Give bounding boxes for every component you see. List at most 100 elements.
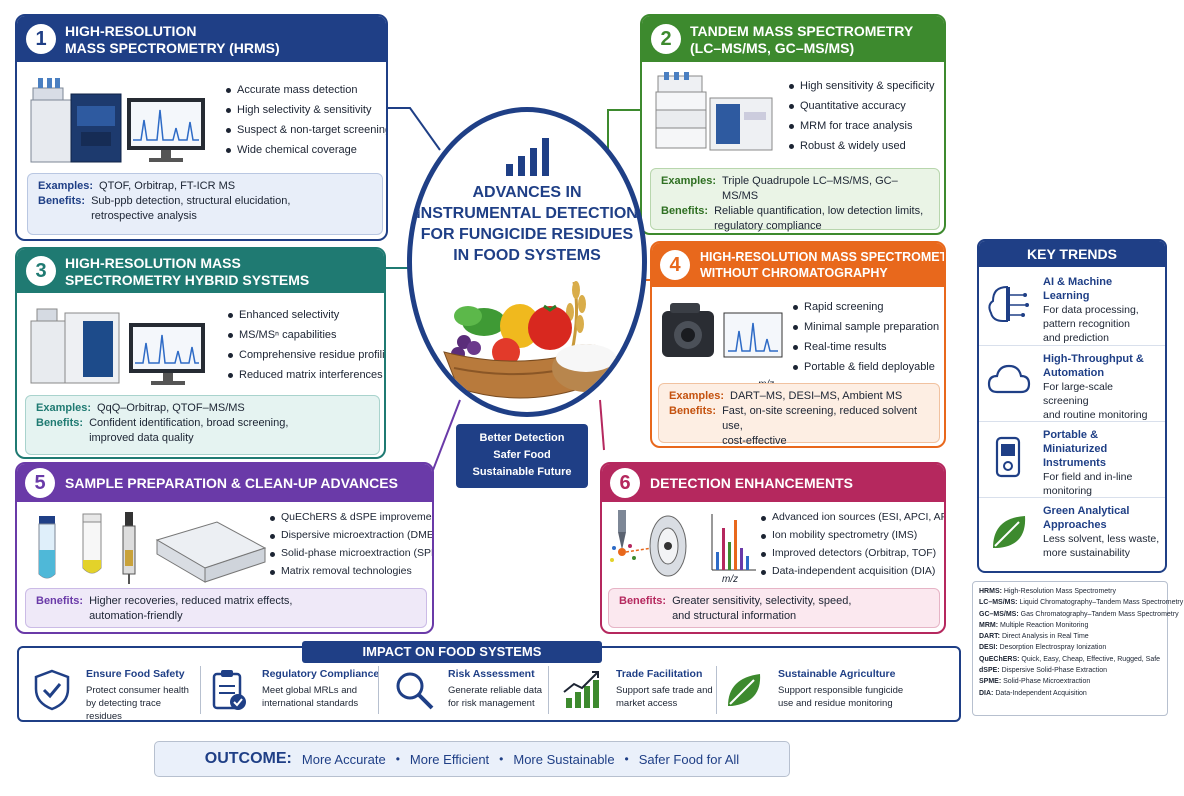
trend-text: Portable & Miniaturized Instruments For … xyxy=(1043,429,1133,497)
center-hub: ADVANCES IN INSTRUMENTAL DETECTION FOR F… xyxy=(407,107,647,417)
sample-prep-feature-list: QuEChERS & dSPE improvements Dispersive … xyxy=(269,508,432,580)
panel-number: 5 xyxy=(25,468,55,498)
glossary-entry: GC–MS/MS: Gas Chromatography–Tandem Mass… xyxy=(979,610,1179,618)
bullet-separator: • xyxy=(624,752,629,766)
glossary-entry: LC–MS/MS: Liquid Chromatography–Tandem M… xyxy=(979,599,1184,607)
outcome-item: More Efficient xyxy=(409,751,490,767)
leaf-icon xyxy=(728,674,761,706)
feature-item: Real-time results xyxy=(792,337,939,357)
feature-item: Reduced matrix interferences xyxy=(227,365,384,385)
bullet-separator: • xyxy=(499,752,504,766)
trend-item: AI & Machine Learning For data processin… xyxy=(979,269,1165,345)
trend-text: AI & Machine Learning For data processin… xyxy=(1043,276,1139,344)
impact-item-title: Trade Facilitation xyxy=(616,668,703,680)
feature-item: Portable & field deployable xyxy=(792,357,939,377)
panel-ambient-hrms: 4 High-Resolution Mass Spectrometry with… xyxy=(650,241,946,448)
examples-text: Triple Quadrupole LC–MS/MS, GC–MS/MS xyxy=(722,175,898,202)
benefits-text: Confident identification, broad screenin… xyxy=(89,417,289,444)
impact-item-title: Regulatory Compliance xyxy=(262,668,380,680)
panel-header: 4 High-Resolution Mass Spectrometry with… xyxy=(652,243,944,287)
examples-label: Examples: xyxy=(38,180,94,192)
feature-item: Improved detectors (Orbitrap, TOF) xyxy=(760,544,944,562)
panel-header: 3 High-Resolution Mass Spectrometry Hybr… xyxy=(17,249,384,293)
benefits-label: Benefits: xyxy=(661,205,709,217)
feature-item: Suspect & non-target screening xyxy=(225,120,386,140)
impact-item: Risk Assessment Generate reliable data f… xyxy=(392,664,548,720)
feature-item: Quantitative accuracy xyxy=(788,96,935,116)
shield-check-icon xyxy=(34,669,70,711)
key-trends-title: KEY TRENDS xyxy=(979,241,1165,267)
panel-title: Tandem Mass Spectrometry (LC–MS/MS, GC–M… xyxy=(690,23,914,56)
impact-item-desc: Generate reliable data for risk manageme… xyxy=(448,685,543,709)
leaf-icon xyxy=(993,516,1026,548)
abbreviation-glossary: HRMS: High-Resolution Mass Spectrometry … xyxy=(972,581,1184,716)
feature-item: Ion mobility spectrometry (IMS) xyxy=(760,526,944,544)
glossary-entry: MRM: Multiple Reaction Monitoring xyxy=(979,621,1089,629)
panel-tandem-ms: 2 Tandem Mass Spectrometry (LC–MS/MS, GC… xyxy=(640,14,946,235)
tagline-line: Safer Food xyxy=(493,449,551,461)
impact-item: Trade Facilitation Support safe trade an… xyxy=(560,664,716,720)
panel-title: Detection Enhancements xyxy=(650,475,854,491)
impact-item-desc: Support responsible fungicide use and re… xyxy=(778,685,904,709)
panel-header: 5 Sample Preparation & Clean-Up Advances xyxy=(17,464,432,502)
feature-item: Dispersive microextraction (DME) xyxy=(269,526,432,544)
panel-number: 4 xyxy=(660,250,690,280)
impact-item-title: Risk Assessment xyxy=(448,668,535,680)
hrms-feature-list: Accurate mass detection High selectivity… xyxy=(225,80,386,160)
panel-title: High-Resolution Mass Spectrometry (HRMS) xyxy=(65,23,280,56)
handheld-device-icon xyxy=(995,436,1021,478)
trend-item: High-Throughput & Automation For large-s… xyxy=(979,345,1165,421)
examples-text: QTOF, Orbitrap, FT-ICR MS xyxy=(99,180,236,192)
panel-detection-enhancements: 6 Detection Enhancements m/z Advanced io… xyxy=(600,462,946,634)
panel-hybrid-hrms: 3 High-Resolution Mass Spectrometry Hybr… xyxy=(15,247,386,459)
examples-benefits-box: Examples:QqQ–Orbitrap, QTOF–MS/MS Benefi… xyxy=(25,395,380,455)
examples-benefits-box: Examples: Triple Quadrupole LC–MS/MS, GC–… xyxy=(650,168,940,232)
clipboard-check-icon xyxy=(212,670,246,710)
trend-item: Green Analytical Approaches Less solvent… xyxy=(979,497,1165,571)
impact-item: Regulatory Compliance Meet global MRLs a… xyxy=(206,664,380,720)
benefits-label: Benefits: xyxy=(669,405,717,417)
feature-item: QuEChERS & dSPE improvements xyxy=(269,508,432,526)
examples-label: Examples: xyxy=(661,175,717,187)
hybrid-feature-list: Enhanced selectivity MS/MSⁿ capabilities… xyxy=(227,305,384,385)
glossary-entry: DIA: Data-Independent Acquisition xyxy=(979,689,1087,697)
panel-title: High-Resolution Mass Spectrometry withou… xyxy=(700,250,946,280)
impact-item: Sustainable Agriculture Support responsi… xyxy=(722,664,958,720)
glossary-entry: HRMS: High-Resolution Mass Spectrometry xyxy=(979,588,1116,595)
trend-text: High-Throughput & Automation For large-s… xyxy=(1043,353,1148,421)
feature-item: High selectivity & sensitivity xyxy=(225,100,386,120)
feature-item: Minimal sample preparation xyxy=(792,317,939,337)
portable-ms-illustration xyxy=(662,303,783,358)
feature-item: Rapid screening xyxy=(792,297,939,317)
panel-title: Sample Preparation & Clean-Up Advances xyxy=(65,475,398,491)
food-basket-illustration xyxy=(443,281,620,399)
panel-number: 2 xyxy=(651,24,681,54)
ion-source-illustration xyxy=(610,510,756,577)
impact-item-title: Ensure Food Safety xyxy=(86,668,185,680)
glossary-entry: QuEChERS: Quick, Easy, Cheap, Effective,… xyxy=(979,655,1161,663)
outcome-bar: OUTCOME: More Accurate • More Efficient … xyxy=(154,741,790,777)
benefits-text: Sub-ppb detection, structural elucidatio… xyxy=(91,195,291,222)
axis-label-mz: m/z xyxy=(722,574,739,585)
benefits-text: Greater sensitivity, selectivity, speed,… xyxy=(672,595,852,622)
sample-prep-illustration xyxy=(38,512,267,584)
outcome-label: OUTCOME: xyxy=(204,750,292,767)
bar-chart-icon xyxy=(506,138,549,176)
panel-header: 6 Detection Enhancements xyxy=(602,464,944,502)
brain-circuit-icon xyxy=(988,285,1029,322)
feature-item: MS/MSⁿ capabilities xyxy=(227,325,384,345)
tandem-feature-list: High sensitivity & specificity Quantitat… xyxy=(788,76,935,156)
feature-item: Matrix removal technologies xyxy=(269,562,432,580)
examples-benefits-box: Examples:QTOF, Orbitrap, FT-ICR MS Benef… xyxy=(27,173,383,235)
panel-title: High-Resolution Mass Spectrometry Hybrid… xyxy=(65,255,310,288)
feature-item: Solid-phase microextraction (SPME) xyxy=(269,544,432,562)
feature-item: Accurate mass detection xyxy=(225,80,386,100)
feature-item: Wide chemical coverage xyxy=(225,140,386,160)
feature-item: High sensitivity & specificity xyxy=(788,76,935,96)
panel-sample-prep: 5 Sample Preparation & Clean-Up Advances… xyxy=(15,462,434,634)
trend-text: Green Analytical Approaches Less solvent… xyxy=(1043,505,1160,559)
benefits-box: Benefits:Higher recoveries, reduced matr… xyxy=(25,588,427,628)
tagline-badge: Better Detection Safer Food Sustainable … xyxy=(456,424,588,488)
benefits-box: Benefits:Greater sensitivity, selectivit… xyxy=(608,588,940,628)
